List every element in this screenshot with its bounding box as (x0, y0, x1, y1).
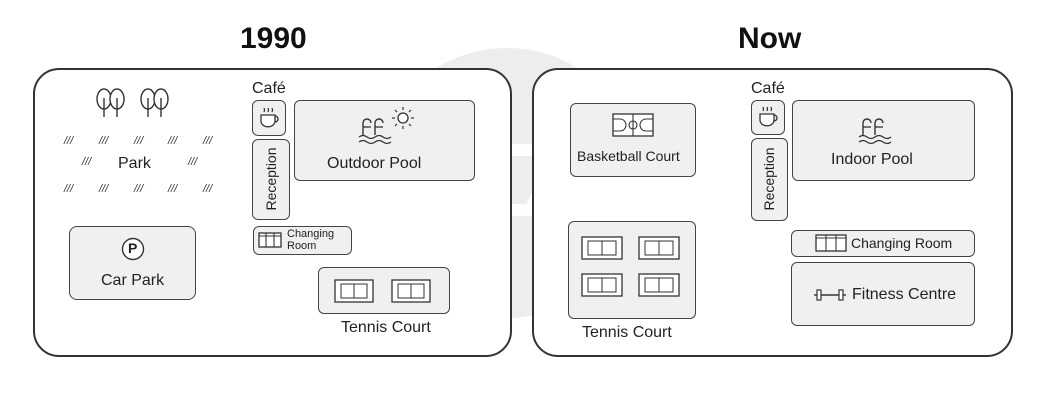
pool-ladder-icon (858, 118, 892, 145)
parking-icon (121, 237, 145, 261)
right-map-title: Now (738, 22, 802, 55)
tennis-court-label: Tennis Court (582, 324, 672, 341)
tennis-court-label: Tennis Court (341, 319, 431, 336)
reception-area (252, 139, 290, 220)
tree-icon (140, 88, 169, 117)
pool-ladder-icon (358, 118, 392, 145)
cafe-label: Café (751, 80, 785, 97)
coffee-cup-icon (759, 106, 778, 127)
locker-icon (815, 234, 847, 252)
locker-icon (258, 232, 282, 248)
tennis-court-icon (581, 273, 623, 297)
left-map-title: 1990 (240, 22, 307, 55)
coffee-cup-icon (260, 107, 279, 128)
outdoor-pool-area (294, 100, 475, 181)
basketball-court-icon (612, 113, 654, 137)
fitness-centre-area (791, 262, 975, 326)
indoor-pool-area (792, 100, 975, 181)
tennis-court-icon (638, 273, 680, 297)
basketball-court-label: Basketball Court (577, 148, 680, 164)
reception-area (751, 138, 788, 221)
reception-label: Reception (761, 147, 777, 211)
dumbbell-icon (814, 289, 846, 301)
fitness-centre-label: Fitness Centre (852, 286, 957, 303)
park-label: Park (118, 155, 151, 172)
tennis-court-icon (581, 236, 623, 260)
outdoor-pool-label: Outdoor Pool (327, 155, 422, 172)
tennis-court-icon (638, 236, 680, 260)
parking-symbol: P (128, 240, 138, 256)
tennis-court-icon (334, 279, 374, 303)
cafe-label: Café (252, 80, 286, 97)
tree-icon (96, 88, 125, 117)
sun-icon (392, 107, 414, 129)
car-park-label: Car Park (101, 272, 165, 289)
changing-room-label-line2: Room (287, 240, 317, 252)
changing-room-label: Changing Room (851, 235, 953, 251)
indoor-pool-label: Indoor Pool (831, 151, 913, 168)
reception-label: Reception (263, 147, 279, 211)
changing-room-area (253, 226, 352, 255)
tennis-court-icon (391, 279, 431, 303)
changing-room-label-line1: Changing (287, 228, 335, 240)
